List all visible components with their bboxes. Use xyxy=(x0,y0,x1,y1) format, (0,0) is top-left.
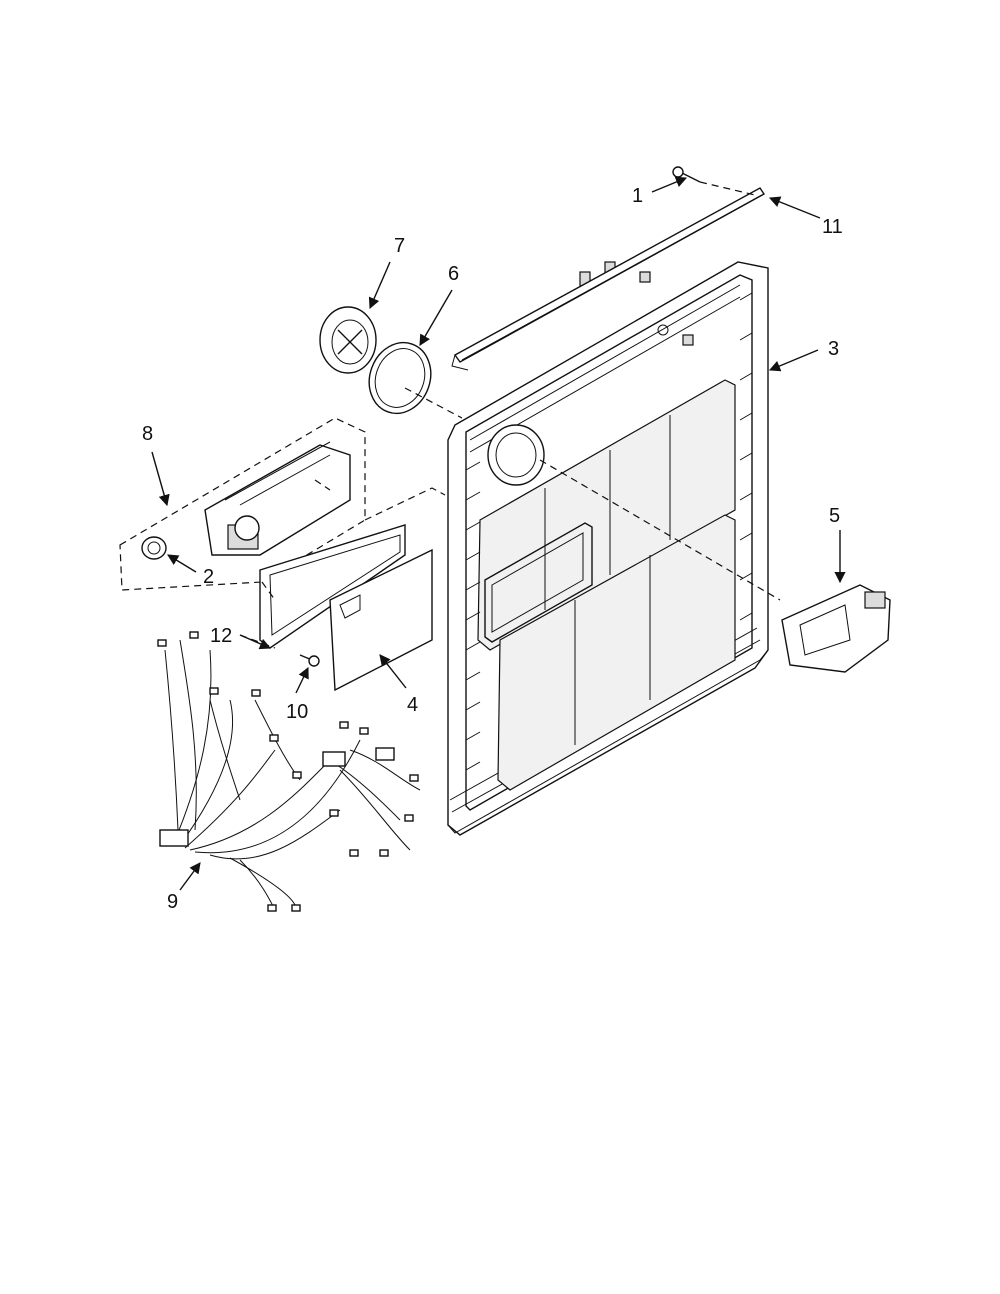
callout-10: 10 xyxy=(286,701,308,723)
inner-door-panel xyxy=(447,261,769,836)
leader-arrows xyxy=(151,176,846,891)
callout-5: 5 xyxy=(829,505,840,527)
screw-1 xyxy=(672,166,701,183)
callout-labels: 1 2 3 4 5 6 7 8 9 10 11 12 xyxy=(142,185,843,913)
dispenser-assembly xyxy=(119,417,366,591)
top-trim-strip xyxy=(451,187,766,371)
callout-12: 12 xyxy=(210,625,232,647)
callout-4: 4 xyxy=(407,694,418,716)
knob xyxy=(141,536,167,560)
callout-3: 3 xyxy=(828,338,839,360)
screw-10 xyxy=(299,654,320,667)
gasket-ring xyxy=(368,341,432,415)
callout-6: 6 xyxy=(448,263,459,285)
callout-8: 8 xyxy=(142,423,153,445)
callout-1: 1 xyxy=(632,185,643,207)
callout-9: 9 xyxy=(167,891,178,913)
callout-11: 11 xyxy=(822,216,843,238)
dispenser-cap xyxy=(319,306,377,374)
control-board xyxy=(329,548,433,692)
callout-7: 7 xyxy=(394,235,405,257)
door-latch xyxy=(781,584,891,673)
wiring-harness xyxy=(157,631,421,912)
callout-2: 2 xyxy=(203,566,214,588)
